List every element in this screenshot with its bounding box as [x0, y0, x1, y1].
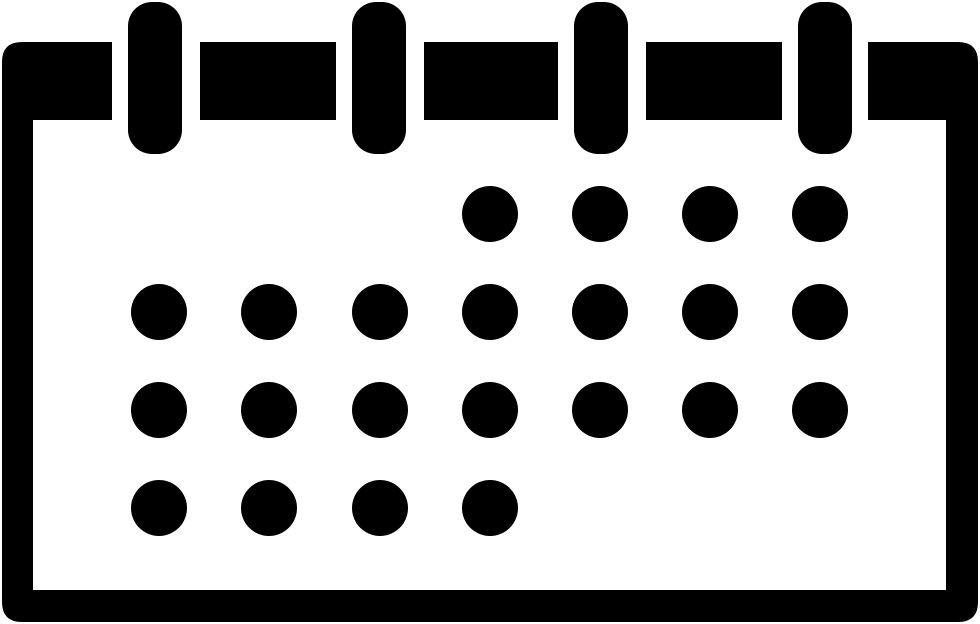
date-dot — [462, 382, 518, 438]
date-dot — [462, 284, 518, 340]
binding-ring — [574, 2, 628, 154]
date-dot — [792, 284, 848, 340]
date-dot — [462, 186, 518, 242]
date-dot — [241, 480, 297, 536]
calendar-frame — [2, 42, 978, 622]
binding-ring — [128, 2, 182, 154]
date-dot — [462, 480, 518, 536]
binding-ring — [352, 2, 406, 154]
binding-ring — [798, 2, 852, 154]
date-dot — [792, 186, 848, 242]
date-dot — [352, 284, 408, 340]
date-dot — [131, 284, 187, 340]
date-dot — [792, 382, 848, 438]
date-dot — [682, 382, 738, 438]
date-grid — [131, 186, 848, 536]
date-dot — [352, 382, 408, 438]
date-dot — [682, 186, 738, 242]
date-dot — [682, 284, 738, 340]
date-dot — [131, 382, 187, 438]
date-dot — [241, 284, 297, 340]
date-dot — [572, 382, 628, 438]
date-dot — [572, 186, 628, 242]
binding-rings — [128, 2, 852, 154]
date-dot — [131, 480, 187, 536]
date-dot — [572, 284, 628, 340]
date-dot — [352, 480, 408, 536]
date-dot — [241, 382, 297, 438]
